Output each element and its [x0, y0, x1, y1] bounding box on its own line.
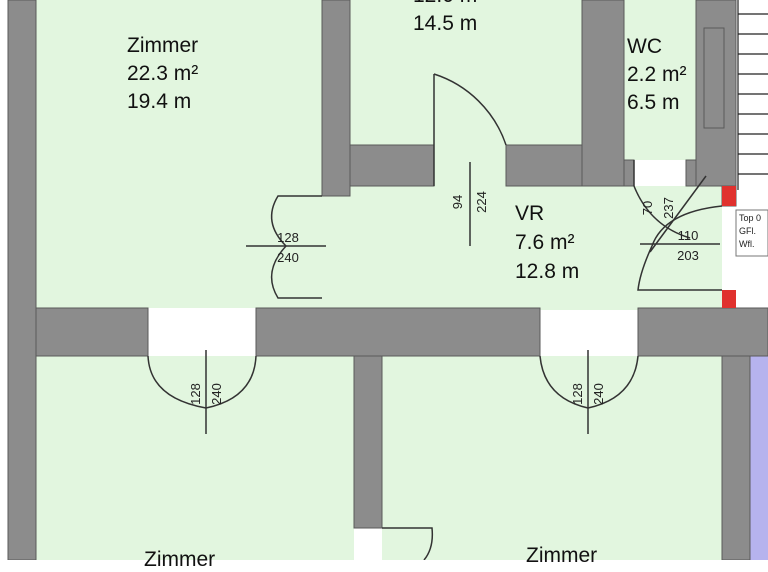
room-wc	[624, 0, 696, 160]
door-bottom-left-width: 128	[188, 383, 203, 405]
stair-hatch	[737, 0, 768, 190]
wc-area: 2.2 m²	[627, 63, 687, 86]
zimmer-left-perimeter: 19.4 m	[127, 90, 192, 113]
wall-wc-bottom	[623, 159, 635, 187]
door-bottom-left-height: 240	[209, 383, 224, 405]
wc-name: WC	[627, 35, 662, 58]
zimmer-left-area: 22.3 m²	[127, 62, 199, 85]
wall-mid-right	[637, 307, 768, 357]
door-vr-top-height: 224	[474, 191, 489, 213]
floor-plan: 94 224 128 240 70 237 110 203 128 240 12…	[7, 0, 768, 560]
legend-line-1: Top 0	[739, 213, 762, 223]
adjacent-unit	[750, 356, 768, 560]
entrance-marker-top	[722, 186, 736, 206]
zimmer-left-name: Zimmer	[127, 34, 199, 57]
door-bottom-left	[147, 350, 257, 434]
zimmer-bottom-right-name: Zimmer	[526, 544, 598, 567]
door-wc-height: 237	[661, 197, 676, 219]
legend-box	[735, 209, 768, 257]
door-vr-top-width: 94	[450, 195, 465, 209]
wall-bottom-divider	[353, 355, 383, 529]
wall-wc-notch	[703, 27, 725, 129]
door-wc	[633, 160, 707, 253]
wall-left-outer	[7, 0, 37, 560]
wall-mid-center	[255, 307, 541, 357]
wall-mid-left	[35, 307, 149, 357]
wall-vr-top-left	[349, 144, 435, 187]
door-wc-width: 70	[640, 201, 655, 215]
legend-line-2: GFl.	[739, 226, 756, 236]
zimmer-bottom-left-name: Zimmer	[144, 548, 216, 571]
door-bottom-right	[539, 350, 639, 434]
room-zimmer-bottom-right	[382, 356, 722, 560]
room-top	[350, 0, 582, 145]
wall-wc-bottom-r	[685, 159, 697, 187]
door-entrance-height: 203	[677, 248, 699, 263]
room-fills	[36, 0, 768, 560]
vr-area: 7.6 m²	[515, 231, 575, 254]
wall-top-right	[581, 0, 625, 187]
door-bottom-center	[382, 527, 434, 560]
wc-perimeter: 6.5 m	[627, 91, 680, 114]
door-bottom-right-width: 128	[570, 383, 585, 405]
door-zimmer-left-width: 128	[277, 230, 299, 245]
door-zimmer-left-height: 240	[277, 250, 299, 265]
wall-zimmer-vr	[321, 0, 351, 197]
entrance-marker-bottom	[722, 290, 736, 308]
legend-line-3: Wfl.	[739, 239, 755, 249]
wall-vr-top-right	[505, 144, 583, 187]
vr-name: VR	[515, 202, 545, 225]
door-bottom-right-height: 240	[591, 383, 606, 405]
door-entrance	[637, 205, 723, 291]
room-zimmer-left	[36, 0, 322, 308]
door-vr-top	[433, 73, 507, 246]
door-entrance-width: 110	[678, 228, 699, 243]
vr-perimeter: 12.8 m	[515, 260, 580, 283]
top-room-perimeter: 14.5 m	[413, 12, 478, 35]
door-zimmer-left	[246, 195, 326, 299]
wall-right-lower	[721, 355, 751, 560]
room-zimmer-bottom-left	[36, 356, 354, 560]
top-room-cut-line: 12.0 m	[413, 0, 477, 8]
